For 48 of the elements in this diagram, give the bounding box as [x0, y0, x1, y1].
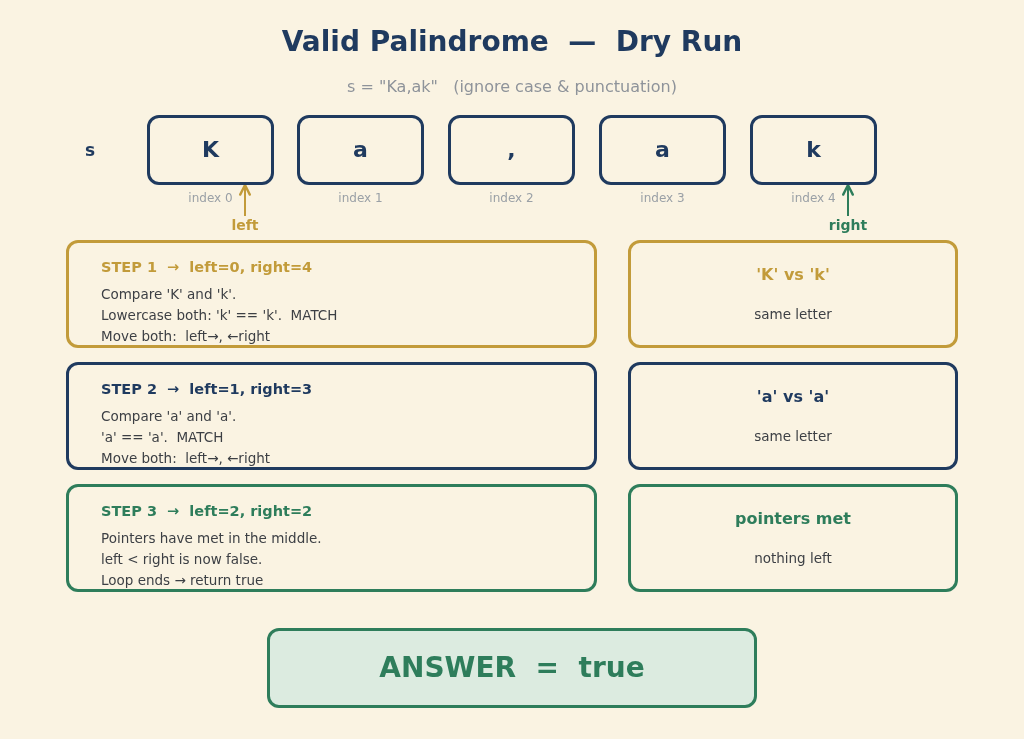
comparison-note: nothing left: [754, 549, 832, 567]
step-line: Compare 'a' and 'a'.: [101, 407, 237, 426]
array-name-label: s: [84, 139, 96, 161]
index-label: index 0: [188, 191, 233, 206]
step-line: Loop ends → return true: [101, 571, 264, 590]
array-cell: [147, 115, 274, 185]
answer-box: [267, 628, 757, 708]
subtitle: s = "Ka,ak" (ignore case & punctuation): [347, 77, 677, 97]
index-label: index 2: [489, 191, 534, 206]
step-heading: STEP 3 → left=2, right=2: [101, 502, 313, 521]
array-cell: [297, 115, 424, 185]
array-cell: [448, 115, 575, 185]
pointer-arrow: [842, 183, 854, 217]
step-heading: STEP 1 → left=0, right=4: [101, 258, 313, 277]
pointer-label: right: [828, 216, 868, 234]
comparison-note: same letter: [754, 427, 832, 445]
step-line: left < right is now false.: [101, 550, 263, 569]
array-cell: [750, 115, 877, 185]
step-line: Pointers have met in the middle.: [101, 529, 322, 548]
index-label: index 3: [640, 191, 685, 206]
answer-text: ANSWER = true: [379, 651, 645, 685]
comparison-note: same letter: [754, 305, 832, 323]
cell-character: ,: [507, 137, 516, 163]
step-line: Compare 'K' and 'k'.: [101, 285, 237, 304]
pointer-label: left: [231, 216, 259, 234]
step-box: [66, 484, 597, 592]
comparison-box: [628, 484, 958, 592]
step-line: Move both: left→, ←right: [101, 327, 271, 346]
pointer-arrow: [239, 183, 251, 217]
step-line: Move both: left→, ←right: [101, 449, 271, 468]
step-line: 'a' == 'a'. MATCH: [101, 428, 224, 447]
comparison-heading: pointers met: [735, 509, 851, 529]
title: Valid Palindrome — Dry Run: [281, 24, 743, 60]
cell-character: a: [353, 137, 368, 163]
step-box: [66, 240, 597, 348]
index-label: index 4: [791, 191, 836, 206]
comparison-box: [628, 362, 958, 470]
array-cell: [599, 115, 726, 185]
cell-character: a: [655, 137, 670, 163]
comparison-heading: 'K' vs 'k': [756, 265, 830, 285]
comparison-box: [628, 240, 958, 348]
cell-character: k: [806, 137, 821, 163]
index-label: index 1: [338, 191, 383, 206]
cell-character: K: [201, 137, 220, 163]
step-line: Lowercase both: 'k' == 'k'. MATCH: [101, 306, 338, 325]
comparison-heading: 'a' vs 'a': [756, 387, 830, 407]
step-box: [66, 362, 597, 470]
step-heading: STEP 2 → left=1, right=3: [101, 380, 313, 399]
